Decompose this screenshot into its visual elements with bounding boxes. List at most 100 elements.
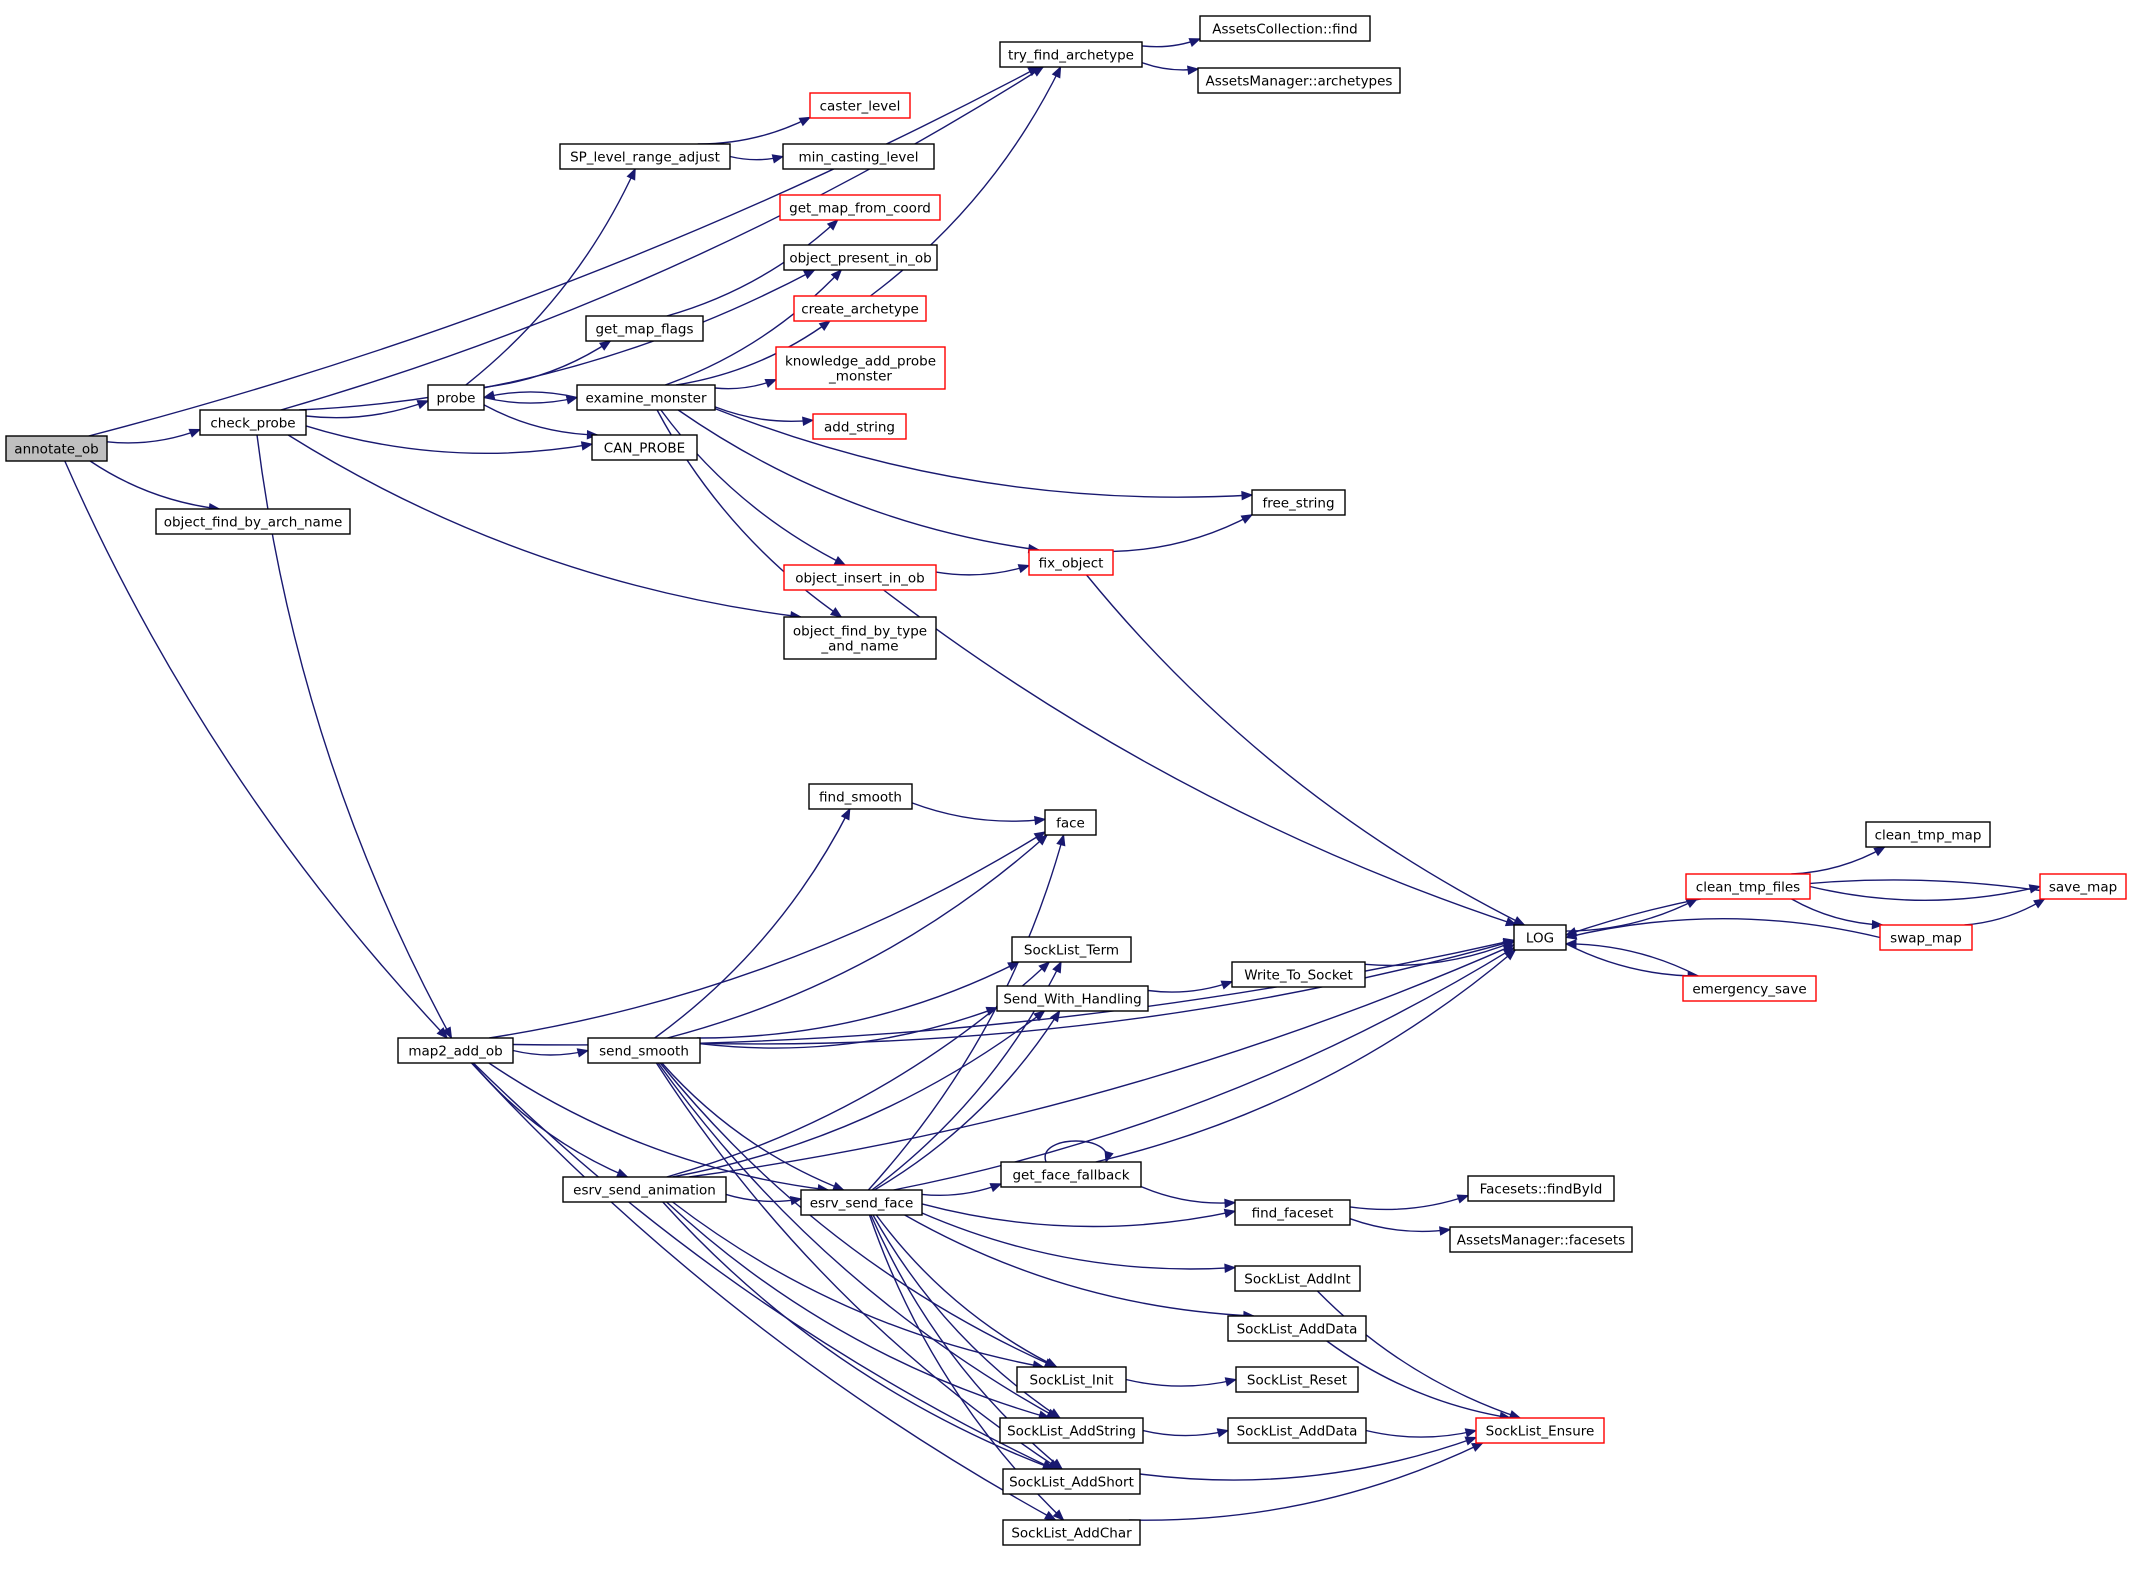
node-esrv-send-face[interactable]: esrv_send_face xyxy=(800,1189,923,1216)
node-save-map[interactable]: save_map xyxy=(2039,873,2127,900)
node-assetscollection-find[interactable]: AssetsCollection::find xyxy=(1199,15,1371,42)
node-box xyxy=(812,413,907,440)
node-free-string[interactable]: free_string xyxy=(1251,489,1346,516)
node-probe[interactable]: probe xyxy=(427,384,485,411)
node-box xyxy=(155,508,351,535)
node-label: fix_object xyxy=(1039,556,1104,572)
node-annotate-ob[interactable]: annotate_ob xyxy=(5,435,108,462)
node-get-map-flags[interactable]: get_map_flags xyxy=(585,315,704,342)
node-get-face-fallback[interactable]: get_face_fallback xyxy=(1000,1161,1142,1188)
node-socklist-addshort[interactable]: SockList_AddShort xyxy=(1002,1468,1141,1495)
node-sp-level-range-adjust[interactable]: SP_level_range_adjust xyxy=(559,143,731,170)
node-object-present-in-ob[interactable]: object_present_in_ob xyxy=(783,244,938,271)
node-caster-level[interactable]: caster_level xyxy=(809,92,911,119)
node-create-archetype[interactable]: create_archetype xyxy=(793,295,927,322)
arrowhead xyxy=(1240,514,1254,524)
edge-line xyxy=(664,269,842,386)
node-facesets-findbyid[interactable]: Facesets::findById xyxy=(1467,1175,1615,1202)
arrowhead xyxy=(615,1168,629,1178)
node-socklist-addint[interactable]: SockList_AddInt xyxy=(1234,1265,1361,1292)
edge-line xyxy=(1112,514,1253,553)
node-box xyxy=(585,315,704,342)
node-label: knowledge_add_probe xyxy=(785,354,936,370)
node-examine-monster[interactable]: examine_monster xyxy=(576,384,716,411)
node-knowledge-add-probe-monster[interactable]: knowledge_add_probe_monster xyxy=(775,346,946,390)
node-clean-tmp-files[interactable]: clean_tmp_files xyxy=(1685,873,1811,900)
node-socklist-adddata-2[interactable]: SockList_AddData xyxy=(1227,1417,1367,1444)
arrowhead xyxy=(482,390,496,400)
node-add-string[interactable]: add_string xyxy=(812,413,907,440)
node-label: SockList_Ensure xyxy=(1486,1424,1595,1440)
arrowhead xyxy=(829,607,843,618)
node-label: get_map_from_coord xyxy=(789,201,931,217)
edge-send-smooth-to-socklist-addshort xyxy=(655,1062,1061,1470)
node-map2-add-ob[interactable]: map2_add_ob xyxy=(397,1037,514,1064)
edge-get-face-fallback-to-log xyxy=(1095,949,1517,1163)
node-socklist-addchar[interactable]: SockList_AddChar xyxy=(1002,1519,1141,1546)
edge-clean-tmp-files-to-save-map xyxy=(1809,884,2042,901)
node-find-smooth[interactable]: find_smooth xyxy=(808,783,913,810)
node-face[interactable]: face xyxy=(1044,809,1097,836)
node-label: CAN_PROBE xyxy=(604,441,685,457)
edge-line xyxy=(1139,1436,1477,1481)
edge-line xyxy=(667,834,1048,1039)
node-socklist-init[interactable]: SockList_Init xyxy=(1016,1366,1127,1393)
node-label: clean_tmp_files xyxy=(1696,880,1800,896)
node-clean-tmp-map[interactable]: clean_tmp_map xyxy=(1865,821,1991,848)
edge-swap-map-to-save-map xyxy=(1964,898,2046,926)
edge-line xyxy=(714,406,814,422)
node-box xyxy=(397,1037,514,1064)
node-try-find-archetype[interactable]: try_find_archetype xyxy=(999,41,1143,68)
edge-examine-monster-to-knowledge-add-probe-monster xyxy=(714,378,778,390)
edge-line xyxy=(867,834,1065,1191)
node-emergency-save[interactable]: emergency_save xyxy=(1682,975,1817,1002)
node-send-with-handling[interactable]: Send_With_Handling xyxy=(996,985,1149,1012)
arrowhead xyxy=(832,1181,845,1191)
edge-line xyxy=(893,947,1515,1191)
node-find-faceset[interactable]: find_faceset xyxy=(1234,1199,1351,1226)
node-can-probe[interactable]: CAN_PROBE xyxy=(591,434,698,461)
node-esrv-send-animation[interactable]: esrv_send_animation xyxy=(562,1176,727,1203)
edge-log-to-emergency-save xyxy=(1565,943,1700,981)
node-box xyxy=(1227,1315,1367,1342)
node-label: SockList_AddShort xyxy=(1009,1475,1134,1491)
node-log[interactable]: LOG xyxy=(1513,924,1567,951)
node-get-map-from-coord[interactable]: get_map_from_coord xyxy=(779,194,941,221)
node-fix-object[interactable]: fix_object xyxy=(1028,549,1114,576)
node-socklist-reset[interactable]: SockList_Reset xyxy=(1235,1366,1359,1393)
arrowhead xyxy=(1017,564,1031,574)
arrowhead xyxy=(1871,919,1884,930)
arrowhead xyxy=(1439,1226,1452,1236)
node-box xyxy=(1199,15,1371,42)
edge-line xyxy=(875,1214,1058,1368)
edge-esrv-send-face-to-socklist-addstring xyxy=(872,1214,1062,1419)
node-object-insert-in-ob[interactable]: object_insert_in_ob xyxy=(783,564,937,591)
node-assetsmanager-facesets[interactable]: AssetsManager::facesets xyxy=(1449,1226,1633,1253)
node-label: try_find_archetype xyxy=(1008,48,1134,64)
arrowhead xyxy=(1187,65,1200,75)
node-box xyxy=(1865,821,1991,848)
node-write-to-socket[interactable]: Write_To_Socket xyxy=(1231,961,1366,988)
edge-esrv-send-animation-to-socklist-term xyxy=(666,961,1051,1178)
node-object-find-by-arch-name[interactable]: object_find_by_arch_name xyxy=(155,508,351,535)
edge-map2-add-ob-to-esrv-send-face xyxy=(488,1062,830,1194)
node-socklist-term[interactable]: SockList_Term xyxy=(1011,936,1132,963)
node-label: SP_level_range_adjust xyxy=(570,150,720,166)
arrowhead xyxy=(1224,1377,1238,1387)
node-label: get_face_fallback xyxy=(1012,1168,1129,1184)
node-send-smooth[interactable]: send_smooth xyxy=(587,1037,701,1064)
node-socklist-adddata-1[interactable]: SockList_AddData xyxy=(1227,1315,1367,1342)
edge-check-probe-to-try-find-archetype xyxy=(280,66,1045,411)
node-socklist-addstring[interactable]: SockList_AddString xyxy=(999,1417,1144,1444)
node-swap-map[interactable]: swap_map xyxy=(1879,924,1973,951)
node-object-find-by-type-and-name[interactable]: object_find_by_type_and_name xyxy=(783,616,937,660)
node-assetsmanager-archetypes[interactable]: AssetsManager::archetypes xyxy=(1197,67,1401,94)
node-box xyxy=(1475,1417,1605,1444)
node-check-probe[interactable]: check_probe xyxy=(199,409,307,436)
arrowhead xyxy=(1056,833,1066,847)
edge-line xyxy=(489,831,1046,1039)
edge-esrv-send-animation-to-esrv-send-face xyxy=(725,1193,803,1206)
node-min-casting-level[interactable]: min_casting_level xyxy=(782,143,935,170)
node-socklist-ensure[interactable]: SockList_Ensure xyxy=(1475,1417,1605,1444)
arrowhead xyxy=(789,1196,803,1206)
